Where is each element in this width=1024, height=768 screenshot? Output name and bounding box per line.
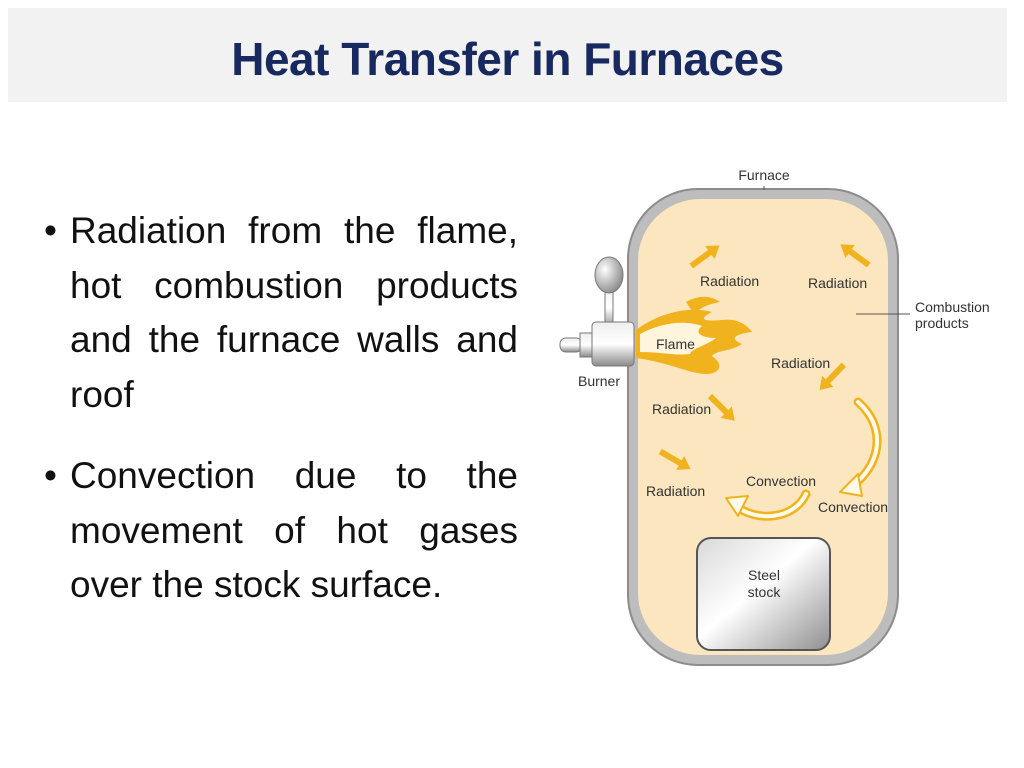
flame — [636, 296, 752, 374]
combustion-products-label: products — [915, 315, 969, 331]
radiation-label: Radiation — [652, 401, 711, 417]
bullet-text: Radiation from the flame, hot combustion… — [70, 210, 518, 415]
bullet-text: Convection due to the movement of hot ga… — [70, 455, 518, 605]
bullet-dot: • — [44, 455, 57, 496]
radiation-label: Radiation — [771, 355, 830, 371]
bullet-dot: • — [44, 210, 57, 251]
burner-label: Burner — [578, 373, 620, 389]
title-bar: Heat Transfer in Furnaces — [8, 8, 1007, 102]
combustion-products-label: Combustion — [915, 299, 990, 315]
steel-stock-label: Steel — [748, 567, 780, 583]
convection-arrow-right — [839, 397, 882, 497]
slide-title: Heat Transfer in Furnaces — [231, 33, 784, 85]
bullet-list: • Radiation from the flame, hot combusti… — [44, 204, 518, 640]
flame-label: Flame — [656, 336, 695, 352]
steel-stock-label: stock — [748, 584, 782, 600]
burner-body — [591, 321, 635, 367]
convection-label: Convection — [818, 499, 888, 515]
furnace-label: Furnace — [738, 167, 790, 183]
radiation-label: Radiation — [808, 275, 867, 291]
bullet-convection: • Convection due to the movement of hot … — [44, 449, 518, 613]
burner-tip — [559, 337, 583, 353]
radiation-label: Radiation — [700, 273, 759, 289]
convection-label: Convection — [746, 473, 816, 489]
convection-arrow-bottom — [725, 489, 811, 521]
steel-stock — [696, 537, 831, 651]
radiation-label: Radiation — [646, 483, 705, 499]
burner — [559, 256, 635, 367]
bullet-radiation: • Radiation from the flame, hot combusti… — [44, 204, 518, 422]
burner-knob — [594, 256, 624, 294]
